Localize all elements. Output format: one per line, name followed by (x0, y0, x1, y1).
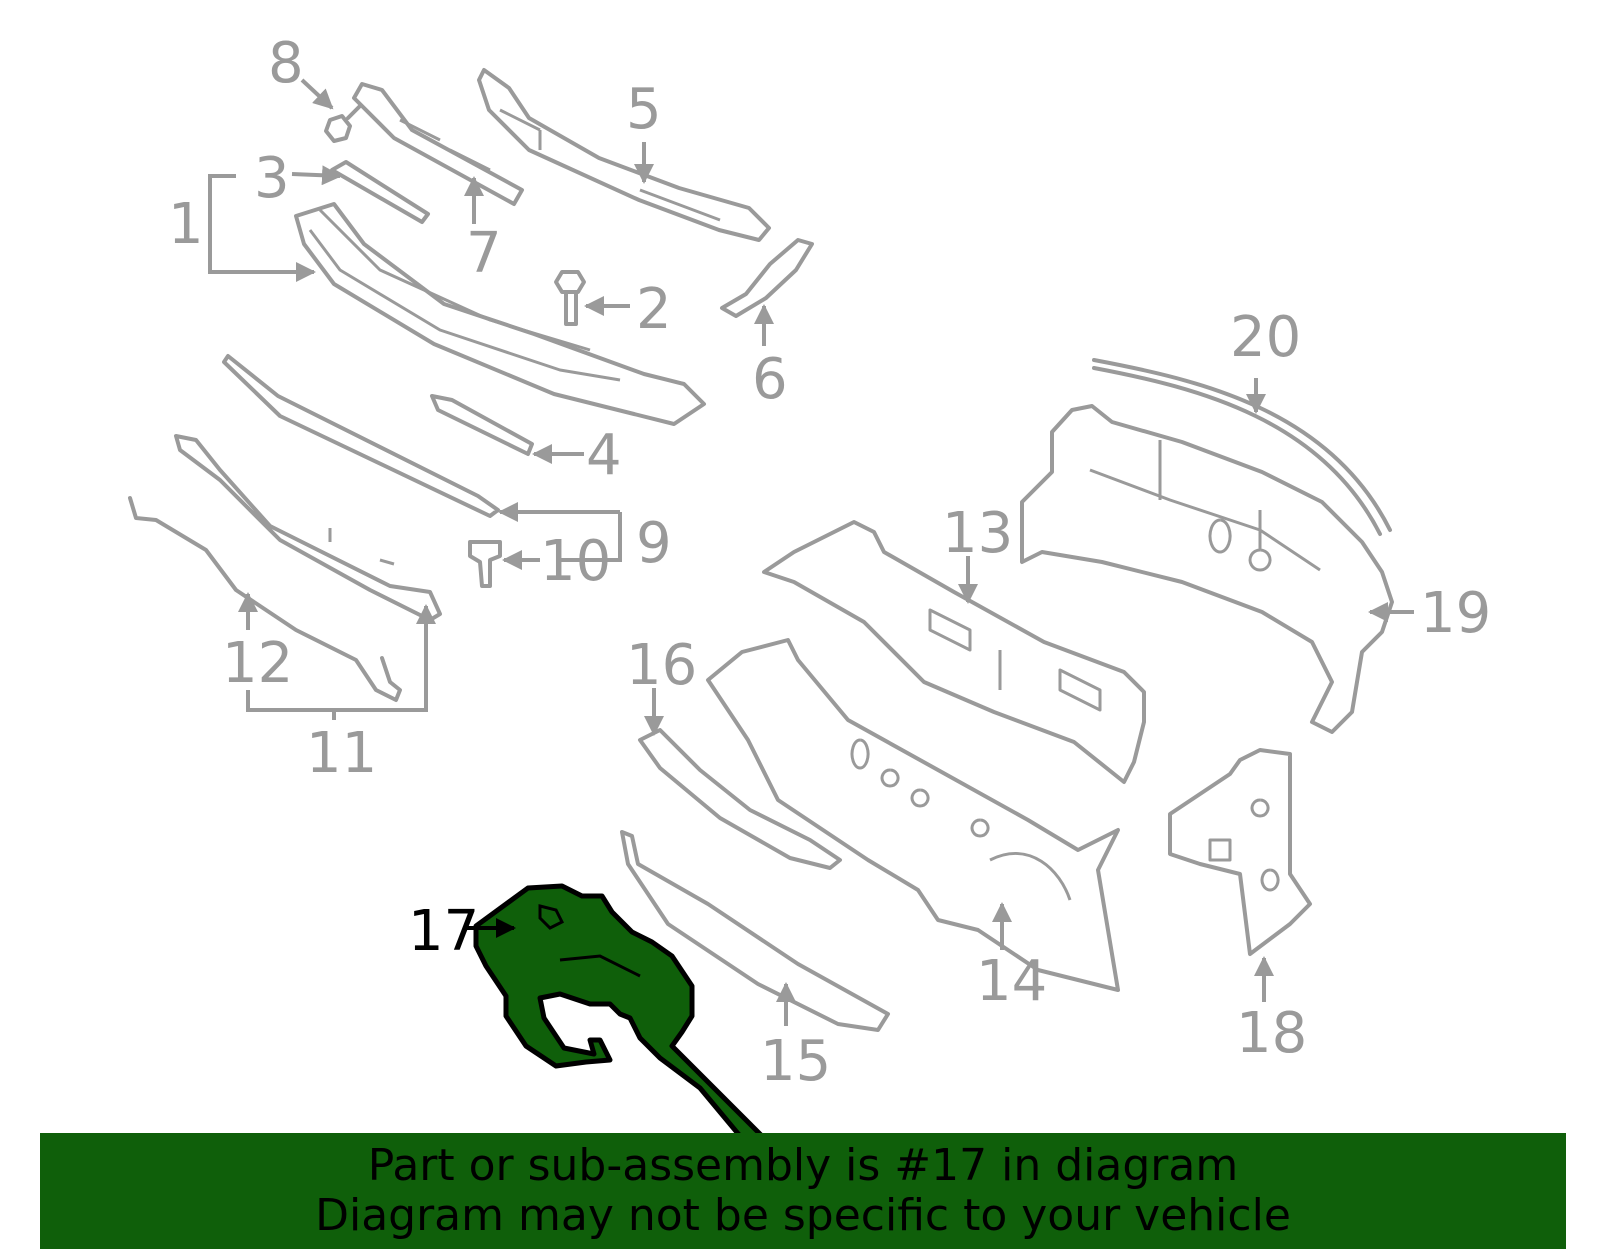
leader-lines (208, 78, 1414, 1026)
callout-2: 2 (636, 277, 672, 342)
callout-17: 17 (408, 899, 479, 964)
callout-1: 1 (168, 192, 204, 257)
part-10-clip (468, 540, 502, 588)
part-11-reinforcement (174, 434, 442, 622)
part-13-dash-reinforcement (762, 520, 1146, 784)
part-17-highlighted (473, 883, 765, 1151)
callout-7: 7 (466, 221, 502, 286)
part-14-dash-panel (706, 638, 1120, 992)
callout-10: 10 (540, 529, 611, 594)
callout-16: 16 (626, 633, 697, 698)
info-banner: Part or sub-assembly is #17 in diagram D… (40, 1133, 1566, 1249)
part-19-dash-panel (1020, 404, 1394, 734)
callout-3: 3 (254, 146, 290, 211)
callout-14: 14 (976, 949, 1047, 1014)
callout-11: 11 (306, 721, 377, 786)
part-16-bracket (638, 728, 842, 870)
part-9-seal (222, 354, 500, 518)
callout-15: 15 (760, 1029, 831, 1094)
callout-12: 12 (222, 631, 293, 696)
part-15-seal (620, 830, 890, 1032)
callout-13: 13 (942, 501, 1013, 566)
callout-5: 5 (626, 77, 662, 142)
part-7-bracket (352, 82, 524, 206)
part-8-bolt (324, 104, 362, 143)
part-6-bracket (720, 238, 814, 318)
banner-line-2: Diagram may not be specific to your vehi… (315, 1190, 1291, 1241)
callout-18: 18 (1236, 1001, 1307, 1066)
part-12-seal (128, 496, 402, 702)
part-1-cowl-panel (294, 202, 706, 426)
part-2-bolt (554, 270, 586, 326)
part-5-cowl-reinforcement (477, 68, 771, 242)
callout-labels: 1 2 3 4 5 6 7 8 9 10 11 12 13 14 15 16 1… (168, 31, 1491, 1094)
callout-20: 20 (1230, 305, 1301, 370)
callout-9: 9 (636, 511, 672, 576)
part-18-side-panel (1168, 748, 1312, 956)
callout-19: 19 (1420, 581, 1491, 646)
callout-8: 8 (268, 31, 304, 96)
callout-6: 6 (752, 347, 788, 412)
part-20-seal (1092, 358, 1392, 536)
part-3-seal (330, 160, 430, 224)
callout-4: 4 (586, 423, 622, 488)
part-4-bracket (430, 394, 534, 456)
banner-line-1: Part or sub-assembly is #17 in diagram (367, 1140, 1239, 1191)
